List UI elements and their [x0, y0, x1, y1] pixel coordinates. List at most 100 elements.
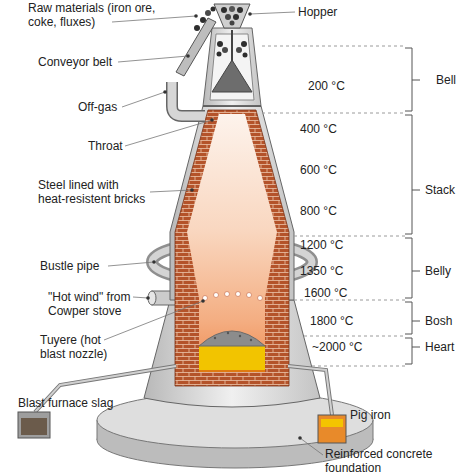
zone-name: Belly: [425, 264, 451, 278]
temperature-value: 600 °C: [300, 163, 337, 177]
part-label: Throat: [88, 139, 123, 153]
leader-line: [150, 190, 192, 192]
leader-line: [300, 438, 323, 455]
zone-boundary: [304, 336, 405, 337]
temperature-value: 200 °C: [308, 79, 345, 93]
part-label: Raw materials (iron ore, coke, fluxes): [28, 1, 168, 29]
pig-iron-content: [321, 419, 343, 427]
hopper-funnel: [214, 4, 250, 28]
coke-bed: [199, 331, 265, 346]
leader-dot: [194, 14, 198, 18]
part-label: Reinforced concrete foundation: [325, 447, 440, 475]
part-label: Hopper: [298, 5, 337, 19]
tuyere-opening: [236, 292, 241, 297]
slag-content: [21, 418, 47, 435]
part-label: "Hot wind" from Cowper stove: [48, 290, 148, 318]
charge-lump: [236, 47, 242, 53]
charge-lump: [243, 53, 248, 58]
raw-material-lump: [194, 25, 200, 31]
leader-line: [250, 12, 295, 14]
charge-lump: [237, 7, 243, 13]
charge-lump: [241, 41, 247, 47]
tuyere-opening: [214, 293, 219, 298]
charge-lump: [222, 47, 228, 53]
leader-dot: [146, 296, 150, 300]
slag-box: [18, 412, 50, 438]
part-label: Off-gas: [78, 100, 117, 114]
leader-dot: [210, 118, 214, 122]
leader-dot: [298, 436, 302, 440]
zone-bracket: [405, 338, 412, 364]
leader-line: [125, 120, 212, 146]
zone-name: Bell: [436, 73, 456, 87]
zone-bracket: [405, 48, 412, 111]
leader-dot: [152, 260, 156, 264]
temperature-value: 1800 °C: [310, 314, 354, 328]
furnace-interior: [187, 114, 277, 372]
leader-line: [133, 297, 148, 298]
coke-grain: [214, 337, 216, 339]
pig-iron-box: [318, 415, 346, 443]
bracket-tick: [412, 347, 420, 348]
molten-iron: [199, 345, 265, 372]
pig-iron-pipe: [288, 366, 332, 415]
raw-material-lump: [211, 7, 216, 12]
charge-lump: [229, 6, 235, 12]
charge-lump: [233, 14, 239, 20]
bell-housing: [203, 28, 261, 106]
coke-grain: [250, 339, 252, 341]
zone-name: Stack: [425, 183, 455, 197]
bell-rod: [231, 30, 233, 62]
temperature-value: 400 °C: [300, 122, 337, 136]
zone-bracket: [405, 238, 412, 298]
charge-lump: [221, 7, 227, 13]
leader-dot: [186, 54, 190, 58]
charge-lump: [230, 21, 235, 26]
bracket-tick: [412, 271, 420, 272]
part-label: Bustle pipe: [40, 259, 99, 273]
part-label: Steel lined with heat-resistent bricks: [38, 178, 148, 206]
zone-bracket: [405, 115, 412, 234]
brick-lining: [175, 110, 289, 386]
charge-lump: [217, 52, 222, 57]
leader-line: [122, 92, 165, 107]
bracket-tick: [412, 80, 420, 81]
raw-material-lump: [205, 10, 211, 16]
temperature-value: 1600 °C: [304, 286, 348, 300]
tuyere-opening: [247, 293, 252, 298]
bracket-tick: [412, 190, 420, 191]
temperature-value: 800 °C: [300, 204, 337, 218]
zone-boundary: [262, 46, 405, 47]
leader-dot: [163, 90, 167, 94]
leader-line: [118, 56, 188, 62]
part-label: Pig iron: [350, 408, 391, 422]
leader-line: [112, 16, 196, 22]
raw-material-lump: [200, 17, 206, 23]
molten-iron-edge: [199, 370, 265, 372]
off-gas-pipe-inner: [172, 82, 205, 116]
bell-cone: [212, 60, 252, 92]
tuyere-opening: [225, 292, 230, 297]
off-gas-pipe: [172, 82, 205, 116]
part-label: Conveyor belt: [38, 55, 112, 69]
charge-lump: [217, 41, 223, 47]
leader-dot: [190, 188, 194, 192]
conveyor-belt: [176, 18, 216, 76]
temperature-value: 1350 °C: [300, 264, 344, 278]
temperature-value: 1200 °C: [300, 238, 344, 252]
coke-grain: [239, 335, 241, 337]
pig-iron-pipe-inner: [288, 366, 332, 415]
coke-grain: [227, 332, 229, 334]
charge-lump: [225, 14, 231, 20]
leader-dot: [201, 299, 205, 303]
zone-boundary: [312, 366, 405, 367]
part-label: Tuyere (hot blast nozzle): [40, 333, 120, 361]
zone-name: Bosh: [425, 314, 452, 328]
throat-line: [203, 105, 261, 107]
zone-boundary: [294, 236, 405, 237]
temperature-value: ~2000 °C: [312, 340, 363, 354]
part-label: Blast furnace slag: [18, 396, 113, 410]
leader-dot: [248, 12, 252, 16]
leader-line: [108, 262, 154, 266]
